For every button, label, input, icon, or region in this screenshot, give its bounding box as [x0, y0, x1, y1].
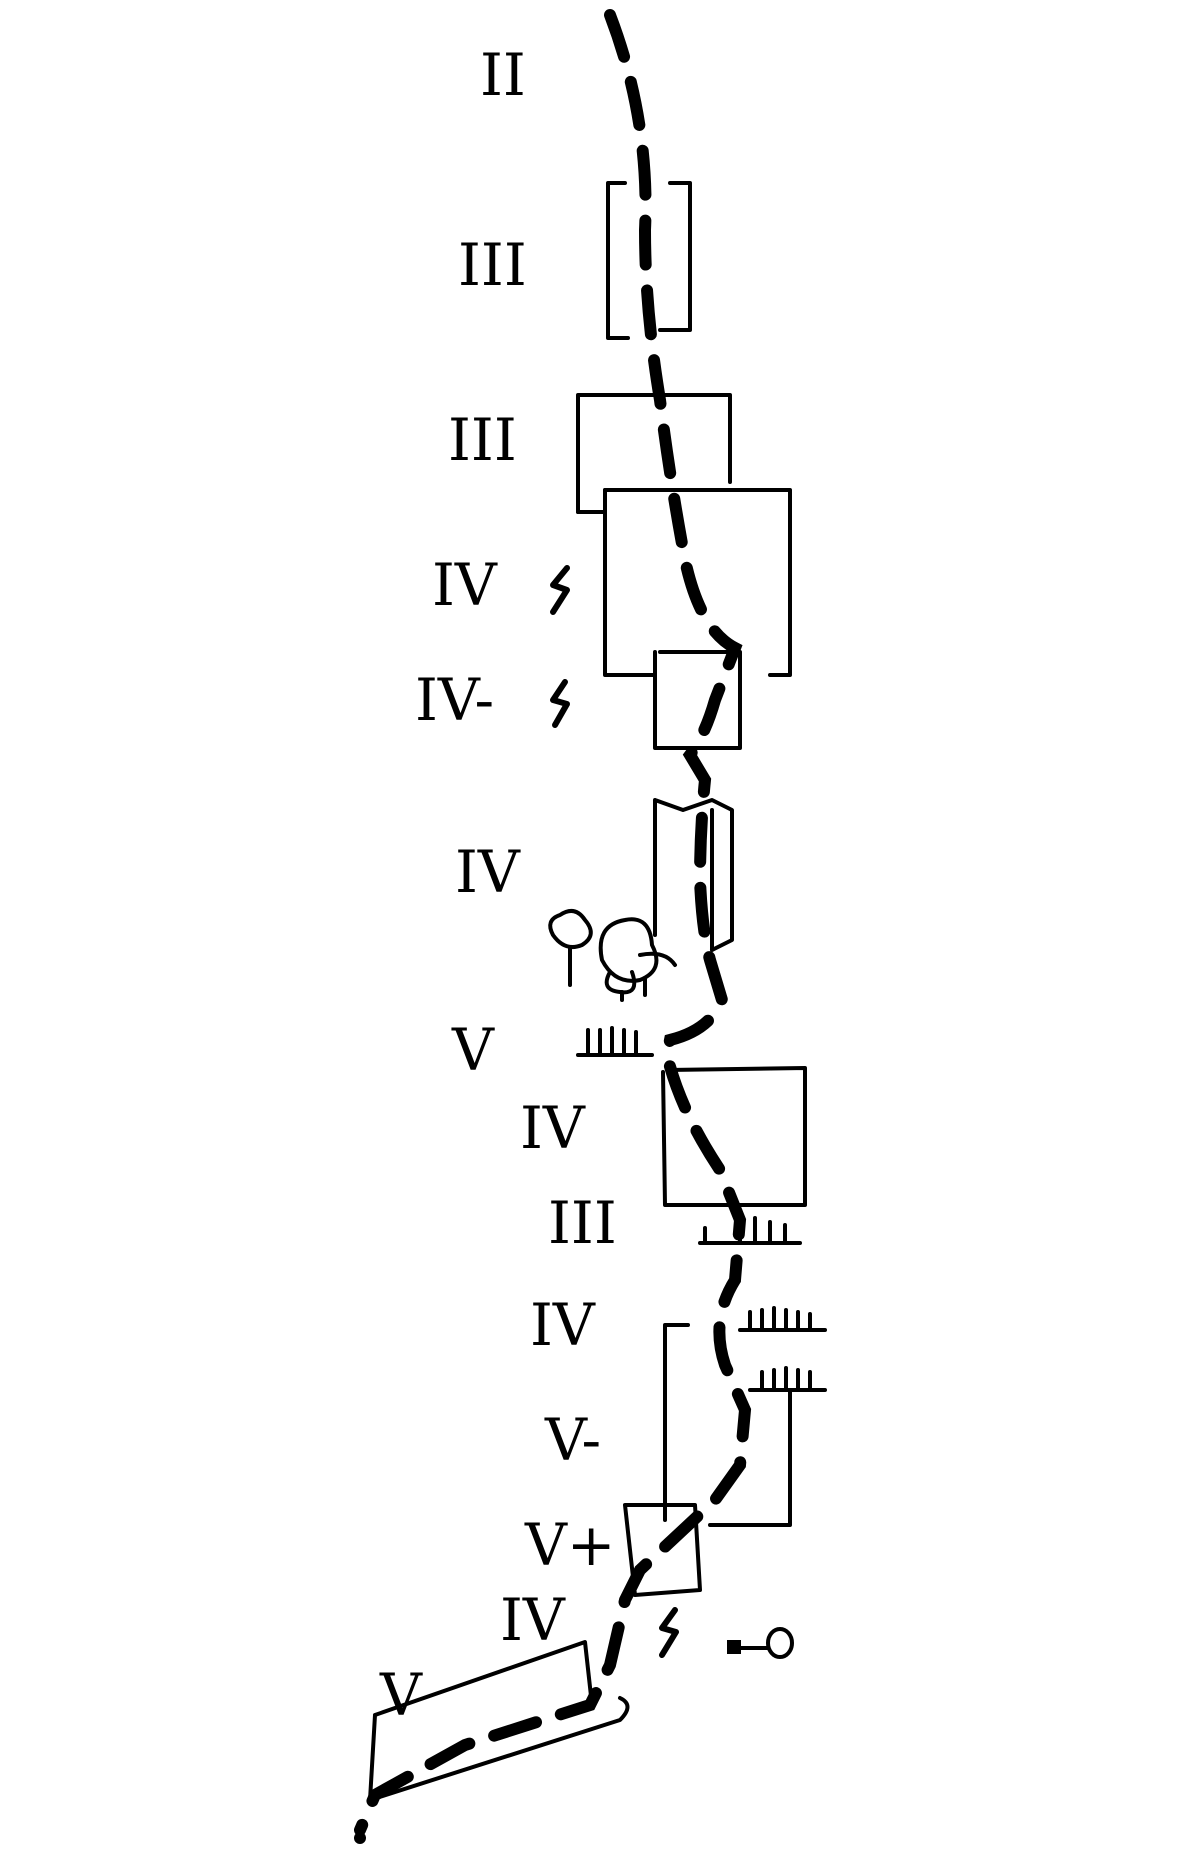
- feature-chimney-top: [606, 181, 692, 340]
- piton-icon: [659, 1607, 679, 1658]
- piton-symbols: [550, 565, 679, 1658]
- grade-label-1: II: [480, 41, 526, 109]
- grade-label-10: IV: [530, 1291, 596, 1359]
- grade-label-7: V: [451, 1016, 495, 1084]
- feature-corner-left: [663, 1323, 690, 1522]
- grade-label-6: IV: [455, 838, 521, 906]
- grade-label-14: V: [379, 1661, 423, 1729]
- feature-block-2: [576, 488, 792, 677]
- piton-icon: [550, 565, 570, 615]
- grade-label-2: III: [458, 231, 527, 299]
- tree-icon: [598, 917, 677, 1002]
- feature-belay-box: [623, 1503, 702, 1597]
- feature-dihedral: [653, 798, 734, 952]
- feature-small-box: [653, 650, 742, 750]
- grade-label-5: IV-: [415, 666, 494, 734]
- feature-block-2-left: [603, 488, 657, 677]
- grade-label-11: V-: [544, 1406, 601, 1474]
- feature-bottom-ramp: [368, 1640, 630, 1802]
- grass-ledge-icon: [748, 1366, 827, 1402]
- piton-icon: [550, 679, 570, 728]
- climbing-route-line: [354, 9, 752, 1836]
- grade-label-4: IV: [432, 551, 498, 619]
- rock-features: [368, 181, 807, 1802]
- feature-corner-right: [708, 1398, 792, 1527]
- grade-labels: II III III IV IV- IV V IV III IV V- V+ I…: [379, 41, 617, 1729]
- grass-ledge-icon: [698, 1216, 802, 1245]
- grass-ledges: [576, 1026, 827, 1402]
- grass-ledge-icon: [738, 1306, 827, 1332]
- grade-label-12: V+: [524, 1511, 615, 1579]
- feature-square: [661, 1066, 807, 1207]
- grade-label-8: IV: [520, 1094, 586, 1162]
- grade-label-13: IV: [500, 1586, 566, 1654]
- grade-label-9: III: [548, 1189, 617, 1257]
- tree-symbols: [548, 909, 677, 1002]
- key-icon: [727, 1627, 794, 1659]
- feature-block-1: [576, 393, 732, 514]
- tree-icon: [548, 909, 593, 987]
- route-start-dot: [354, 1832, 366, 1844]
- grade-label-3: III: [448, 406, 517, 474]
- grass-ledge-icon: [576, 1026, 654, 1057]
